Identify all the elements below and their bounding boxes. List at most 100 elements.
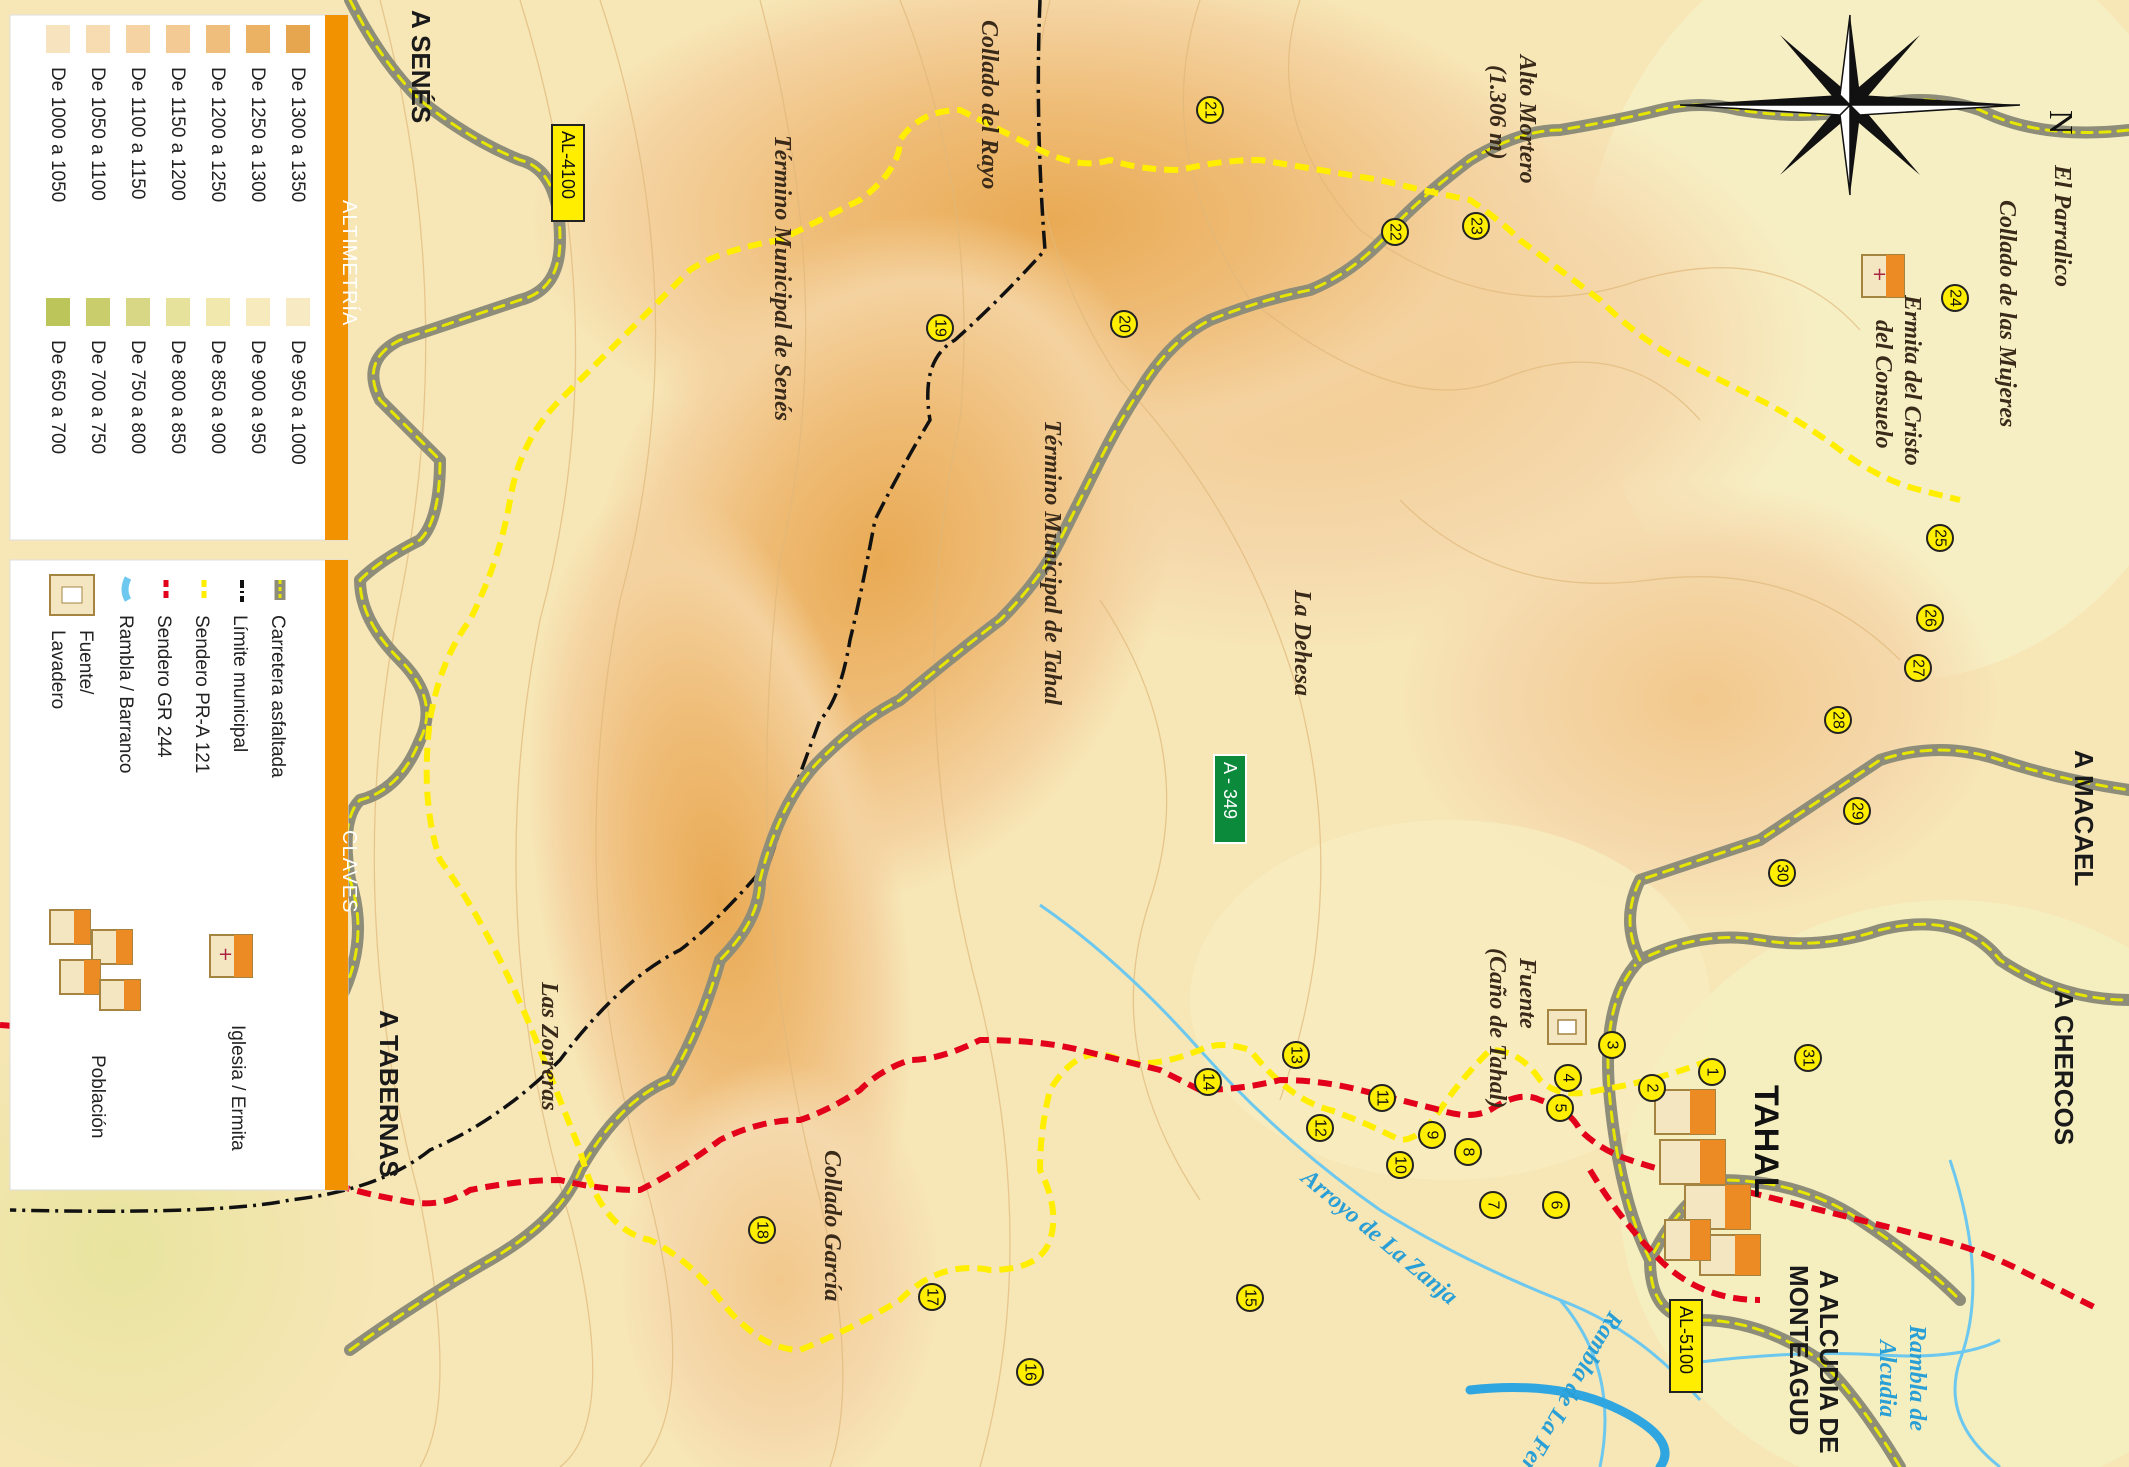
waypoint-23: 23 <box>1462 212 1490 240</box>
svg-text:26: 26 <box>1922 609 1939 627</box>
alt-warm-swatch-1 <box>246 25 270 53</box>
label-collado-garcia: Collado García <box>819 1150 845 1301</box>
legend-road: Carretera asfaltada <box>267 615 288 778</box>
fountain-icon <box>1547 1009 1587 1045</box>
svg-text:29: 29 <box>1849 802 1866 820</box>
label-ermita-1: Ermita del Cristo <box>1899 294 1925 466</box>
svg-text:5: 5 <box>1552 1104 1569 1113</box>
town-tahal: TAHAL <box>1654 1085 1785 1276</box>
waypoint-11: 11 <box>1368 1084 1396 1112</box>
legend-stream: Rambla / Barranco <box>115 615 136 773</box>
compass-rose-icon <box>1679 14 2021 196</box>
alt-cool-swatch-0 <box>286 298 310 326</box>
waypoint-25: 25 <box>1926 524 1954 552</box>
legend-church: Iglesia / Ermita <box>227 1025 248 1151</box>
label-alto-mortero-alt: (1.306 m) <box>1484 65 1510 160</box>
road-sign-a-349: A - 349 <box>1213 754 1247 844</box>
svg-text:AL-5100: AL-5100 <box>1676 1306 1696 1374</box>
alt-warm-label-2: De 1200 a 1250 <box>207 67 228 202</box>
waypoint-2: 2 <box>1638 1074 1666 1102</box>
destination-labels: A SENÉS A TABERNAS A MACAEL A CHERCOS A … <box>374 10 2099 1453</box>
waypoint-4: 4 <box>1554 1064 1582 1092</box>
legend-altimetria-title: ALTIMETRÍA <box>338 200 361 326</box>
alt-cool-swatch-1 <box>246 298 270 326</box>
label-rambla-alcudia-1: Rambla de <box>1904 1324 1930 1431</box>
svg-text:21: 21 <box>1202 101 1219 119</box>
waypoint-13: 13 <box>1282 1041 1310 1069</box>
legend-fountain-1: Fuente/ <box>75 630 96 695</box>
waypoint-3: 3 <box>1598 1031 1626 1059</box>
label-fuente: Fuente <box>1514 957 1540 1029</box>
legend-pr: Sendero PR-A 121 <box>191 615 212 773</box>
alt-warm-swatch-6 <box>46 25 70 53</box>
waypoint-30: 30 <box>1768 859 1796 887</box>
svg-text:A - 349: A - 349 <box>1220 762 1240 819</box>
svg-text:20: 20 <box>1116 315 1133 333</box>
church-icon: + <box>1861 254 1905 298</box>
waypoint-26: 26 <box>1916 604 1944 632</box>
svg-text:11: 11 <box>1374 1090 1391 1107</box>
north-label: N <box>2042 110 2079 135</box>
label-collado-mujeres: Collado de las Mujeres <box>1994 200 2020 427</box>
trail-gr-244 <box>0 1022 2102 1313</box>
svg-text:22: 22 <box>1387 223 1404 241</box>
trail-gr-244-branch <box>1587 1168 1761 1303</box>
alt-warm-label-1: De 1250 a 1300 <box>247 67 268 202</box>
label-ermita-2: del Consuelo <box>1870 320 1896 449</box>
svg-text:12: 12 <box>1312 1119 1329 1137</box>
svg-text:25: 25 <box>1932 529 1949 547</box>
waypoint-10: 10 <box>1386 1151 1414 1179</box>
alt-cool-label-0: De 950 a 1000 <box>287 340 308 465</box>
stream-icon <box>121 576 132 602</box>
label-termino-senes: Término Municipal de Senés <box>769 135 795 421</box>
waypoint-27: 27 <box>1904 654 1932 682</box>
svg-text:2: 2 <box>1644 1084 1661 1093</box>
alt-warm-swatch-4 <box>126 25 150 53</box>
svg-text:+: + <box>218 944 233 965</box>
svg-text:13: 13 <box>1288 1046 1305 1064</box>
town-legend-icon <box>49 909 141 1011</box>
trail-pr-a-121 <box>423 107 1961 1353</box>
svg-text:10: 10 <box>1392 1156 1409 1174</box>
dest-alcudia-1: A ALCUDIA DE <box>1814 1270 1844 1453</box>
label-cano-tahal: (Caño de Tahal) <box>1484 948 1510 1108</box>
svg-text:8: 8 <box>1460 1148 1477 1157</box>
label-rambla-alcudia-2: Alcudia <box>1874 1338 1900 1417</box>
waypoint-1: 1 <box>1698 1058 1726 1086</box>
waypoint-29: 29 <box>1843 797 1871 825</box>
waypoint-16: 16 <box>1016 1358 1044 1386</box>
fountain-legend-icon <box>49 574 95 616</box>
svg-text:30: 30 <box>1774 864 1791 882</box>
label-termino-tahal: Término Municipal de Tahal <box>1039 420 1065 705</box>
streams <box>1039 903 2001 1467</box>
waypoint-14: 14 <box>1194 1068 1222 1096</box>
alt-warm-label-5: De 1050 a 1100 <box>87 67 108 201</box>
alt-cool-swatch-2 <box>206 298 230 326</box>
road-sign-al-5100: AL-5100 <box>1669 1299 1703 1393</box>
waypoint-18: 18 <box>748 1216 776 1244</box>
svg-text:14: 14 <box>1200 1073 1217 1091</box>
alt-warm-swatch-5 <box>86 25 110 53</box>
svg-text:3: 3 <box>1604 1041 1621 1050</box>
alt-cool-label-3: De 800 a 850 <box>167 340 188 454</box>
label-las-zorreras: Las Zorreras <box>536 981 562 1111</box>
svg-text:27: 27 <box>1910 659 1927 677</box>
alt-cool-swatch-5 <box>86 298 110 326</box>
alt-cool-swatch-4 <box>126 298 150 326</box>
waypoint-22: 22 <box>1381 218 1409 246</box>
alt-cool-label-1: De 900 a 950 <box>247 340 268 454</box>
place-labels: El Parralico Collado de las Mujeres Ermi… <box>536 20 2075 1301</box>
svg-text:7: 7 <box>1485 1201 1502 1210</box>
alt-cool-label-6: De 650 a 700 <box>47 340 68 454</box>
alt-cool-swatch-6 <box>46 298 70 326</box>
label-el-parralico: El Parralico <box>2049 164 2075 287</box>
dest-senes: A SENÉS <box>406 10 436 123</box>
dest-alcudia-2: MONTEAGUD <box>1784 1265 1814 1435</box>
waypoint-6: 6 <box>1542 1191 1570 1219</box>
dest-macael: A MACAEL <box>2069 750 2099 886</box>
waypoint-15: 15 <box>1236 1284 1264 1312</box>
waypoint-19: 19 <box>926 314 954 342</box>
waypoint-21: 21 <box>1196 96 1224 124</box>
